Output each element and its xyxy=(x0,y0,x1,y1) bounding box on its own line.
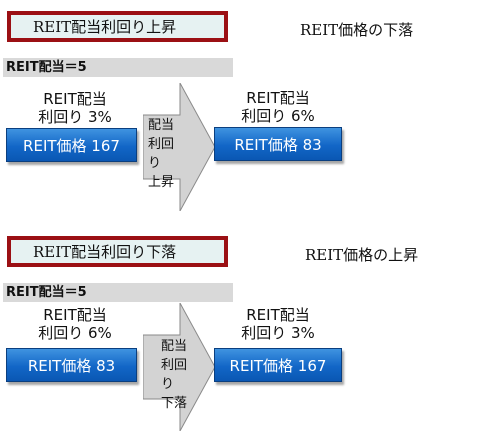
after-yield-line1: REIT配当 xyxy=(246,306,310,324)
price-effect-caption: REIT価格の上昇 xyxy=(305,246,419,264)
price-effect-caption: REIT価格の下落 xyxy=(300,21,414,39)
arrow-label-line1: 配当 xyxy=(161,339,188,354)
dividend-label: REIT配当＝5 xyxy=(3,283,233,302)
change-arrow: 配当 利回り 下落 xyxy=(143,303,215,431)
after-yield-line2: 利回り 3% xyxy=(241,324,315,342)
after-yield-line1: REIT配当 xyxy=(246,89,310,107)
arrow-label-line2: 利回り xyxy=(161,358,188,392)
dividend-label: REIT配当＝5 xyxy=(3,58,233,77)
right-arrow-icon xyxy=(143,83,215,211)
before-yield-label: REIT配当 利回り 6% xyxy=(10,306,140,342)
after-yield-label: REIT配当 利回り 3% xyxy=(213,306,343,342)
before-yield-line2: 利回り 3% xyxy=(38,108,112,126)
scenario-yield-down: REIT配当利回り下落 REIT価格の上昇 REIT配当＝5 REIT配当 利回… xyxy=(0,225,500,435)
right-arrow-icon xyxy=(143,303,215,431)
after-price-box[interactable]: REIT価格 83 xyxy=(214,127,342,161)
scenario-title: REIT配当利回り下落 xyxy=(7,236,228,267)
after-price-box[interactable]: REIT価格 167 xyxy=(214,348,342,382)
arrow-label: 配当 利回り 上昇 xyxy=(148,116,184,192)
before-yield-label: REIT配当 利回り 3% xyxy=(10,90,140,126)
after-yield-label: REIT配当 利回り 6% xyxy=(213,89,343,125)
scenario-yield-up: REIT配当利回り上昇 REIT価格の下落 REIT配当＝5 REIT配当 利回… xyxy=(0,0,500,211)
before-yield-line2: 利回り 6% xyxy=(38,324,112,342)
arrow-label: 配当 利回り 下落 xyxy=(161,337,197,413)
change-arrow: 配当 利回り 上昇 xyxy=(143,83,215,211)
after-yield-line2: 利回り 6% xyxy=(241,107,315,125)
arrow-label-line1: 配当 xyxy=(148,118,175,133)
arrow-label-line3: 上昇 xyxy=(148,175,175,190)
arrow-label-line2: 利回り xyxy=(148,137,175,171)
before-yield-line1: REIT配当 xyxy=(43,306,107,324)
before-price-box[interactable]: REIT価格 83 xyxy=(6,348,137,382)
before-price-box[interactable]: REIT価格 167 xyxy=(6,128,137,162)
scenario-title: REIT配当利回り上昇 xyxy=(7,11,228,42)
arrow-label-line3: 下落 xyxy=(161,396,188,411)
before-yield-line1: REIT配当 xyxy=(43,90,107,108)
